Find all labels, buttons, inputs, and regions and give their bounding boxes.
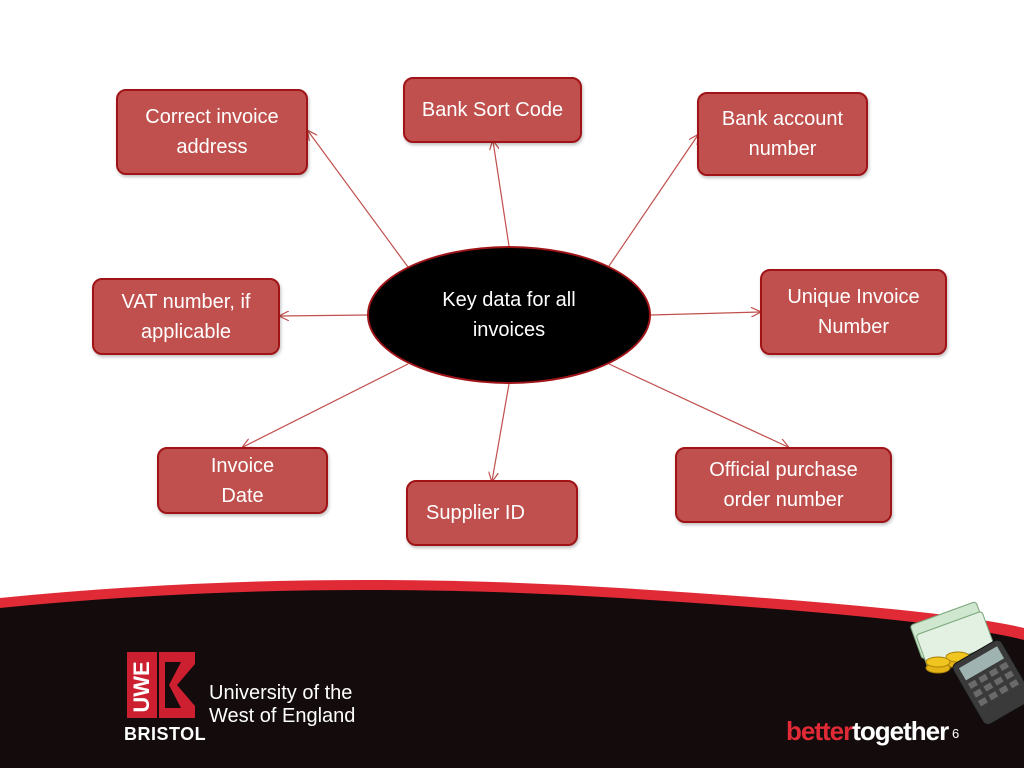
node-vat-number: VAT number, if applicable <box>92 278 280 355</box>
node-label: Bank account number <box>721 108 844 160</box>
node-unique-invoice-number: Unique Invoice Number <box>760 269 947 355</box>
central-topic: Key data for all invoices <box>367 246 651 384</box>
uwe-logo-mark: UWE <box>127 652 157 718</box>
central-topic-label: Key data for all invoices <box>442 289 576 341</box>
node-label: VAT number, if applicable <box>121 290 251 343</box>
node-label: Official purchase order number <box>709 459 858 511</box>
arrow-to-official-po-number <box>608 363 788 447</box>
arrow-to-bank-account-number <box>608 135 698 267</box>
arrow-to-supplier-id <box>492 383 510 481</box>
node-official-po-number: Official purchase order number <box>675 447 892 523</box>
node-bank-account-number: Bank account number <box>697 92 868 176</box>
uwe-logo-chevron-icon <box>159 652 195 718</box>
university-city: BRISTOL <box>124 724 207 744</box>
node-correct-invoice-address: Correct invoice address <box>116 89 308 175</box>
node-invoice-date: Invoice Date <box>157 447 328 514</box>
tagline: bettertogether <box>786 716 949 747</box>
node-label: Bank Sort Code <box>421 99 564 121</box>
node-label: Correct invoice address <box>145 106 279 158</box>
tagline-part-better: better <box>786 716 853 746</box>
node-label: Unique Invoice Number <box>787 286 920 338</box>
arrow-to-vat-number <box>280 315 368 316</box>
footer-band <box>0 580 1024 768</box>
tagline-part-together: together <box>852 716 949 746</box>
money-calculator-icon <box>910 601 1024 725</box>
university-name: University of the West of England <box>209 682 356 727</box>
arrow-to-unique-invoice-number <box>650 312 760 315</box>
node-bank-sort-code: Bank Sort Code <box>403 77 582 143</box>
node-label: Supplier ID <box>426 502 525 524</box>
slide-number: 6 <box>952 726 960 741</box>
node-supplier-id: Supplier ID <box>406 480 578 546</box>
arrow-to-correct-invoice-address <box>308 131 409 268</box>
uwe-logo-letters: UWE <box>129 661 154 713</box>
arrow-to-bank-sort-code <box>493 141 510 247</box>
node-label: Invoice Date <box>210 454 275 507</box>
arrow-to-invoice-date <box>243 363 409 447</box>
